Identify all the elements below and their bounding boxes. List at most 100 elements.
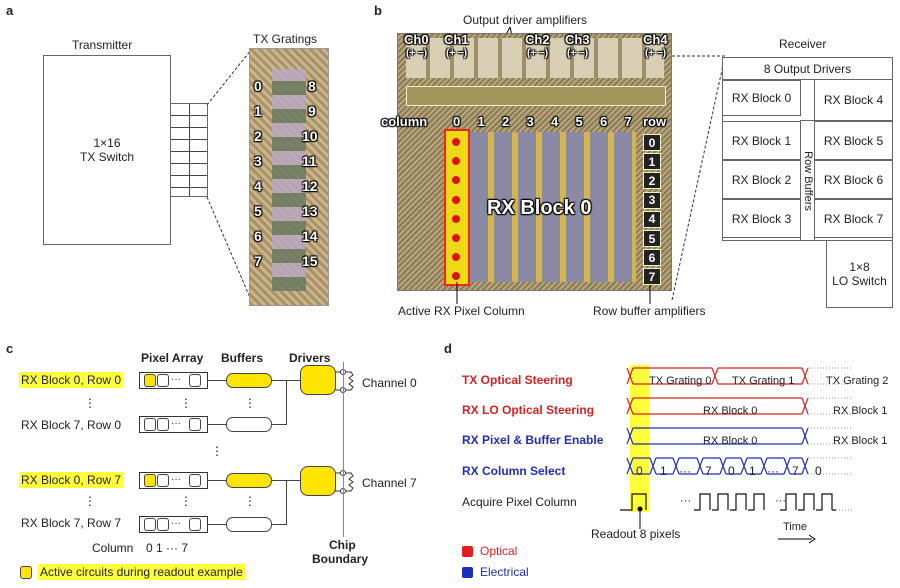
grating-number-14: 14	[302, 228, 318, 244]
row-buffer-label: Row buffer amplifiers	[593, 304, 706, 318]
column-label-c: Column	[92, 541, 134, 555]
tx-state-2: TX Grating 2	[826, 375, 889, 387]
signal-label-1: RX LO Optical Steering	[462, 403, 595, 417]
rx-die-image	[397, 33, 672, 291]
column-number-7: 7	[624, 114, 632, 129]
channel-pm-ch3: (+ −)	[567, 48, 589, 59]
tx-switch-outputs	[170, 103, 208, 197]
header-buffers: Buffers	[221, 351, 264, 365]
legend-swatch-optical	[462, 546, 473, 557]
column-number-4: 4	[551, 114, 559, 129]
tx-switch-box: 1×16 TX Switch	[43, 55, 171, 245]
active-pixel-dot	[452, 138, 460, 146]
pixel-cell	[157, 474, 169, 487]
row-number-5: 5	[643, 230, 661, 247]
legend-label-optical: Optical	[480, 544, 518, 558]
readout-pointer	[637, 506, 643, 529]
row-number-1: 1	[643, 153, 661, 171]
driver-outputs	[335, 369, 354, 494]
row-buffer	[226, 417, 272, 432]
row-number-0: 0	[643, 134, 661, 151]
pixel-cell	[189, 518, 201, 531]
pixel-ellipsis: ···	[171, 474, 181, 485]
pixel-cell	[144, 474, 156, 487]
receiver-rx-block-3: RX Block 3	[722, 199, 801, 238]
column-number-5: 5	[575, 114, 583, 129]
row-buffer	[226, 517, 272, 532]
pixel-cell	[144, 374, 156, 387]
output-driver-label: Output driver amplifiers	[463, 13, 588, 27]
zoom-lines-a	[206, 49, 252, 301]
grating-number-7: 7	[254, 253, 262, 269]
grating-number-4: 4	[254, 178, 262, 194]
tx-switch-label-2: TX Switch	[79, 150, 134, 164]
acquire-dots-2: ···	[775, 495, 786, 507]
panel-letter-a: a	[6, 3, 14, 18]
panel-letter-c: c	[6, 341, 14, 356]
receiver-rx-block-4: RX Block 4	[814, 79, 893, 121]
tx-gratings-image	[249, 48, 329, 306]
row-label: row	[643, 114, 667, 129]
row-buffers-text: Row Buffers	[801, 150, 814, 211]
column-number-2: 2	[502, 114, 510, 129]
channel-pm-ch0: (+ −)	[406, 48, 428, 59]
column-state-5: 1	[749, 464, 756, 478]
row-number-7: 7	[643, 268, 661, 286]
signal-bus	[626, 427, 809, 445]
grating-number-3: 3	[254, 153, 262, 169]
tx-state-0: TX Grating 0	[649, 375, 712, 387]
row-label-block0-row0: RX Block 0, Row 0	[19, 372, 124, 388]
signal-label-4: Acquire Pixel Column	[462, 495, 577, 509]
lo-state-0: RX Block 0	[703, 405, 758, 417]
channel-label-ch1: Ch1	[444, 32, 469, 47]
panel-letter-b: b	[374, 3, 382, 18]
signal-label-3: RX Column Select	[462, 464, 566, 478]
chip-boundary-label-2: Boundary	[312, 552, 369, 566]
row-label-block7-row0: RX Block 7, Row 0	[21, 418, 122, 432]
column-state-0: 0	[636, 464, 643, 478]
readout-label: Readout 8 pixels	[591, 527, 681, 541]
column-state-4: 0	[728, 464, 735, 478]
lo-switch-label-1: 1×8	[849, 260, 870, 274]
channel-pm-ch2: (+ −)	[527, 48, 549, 59]
column-state-1: 1	[660, 464, 667, 478]
column-number-1: 1	[477, 114, 485, 129]
pixel-cell	[144, 418, 156, 431]
grating-number-13: 13	[302, 203, 318, 219]
active-pixel-dot	[452, 195, 460, 204]
timing-diagram	[620, 367, 852, 511]
pixel-cell	[189, 374, 201, 387]
pixel-ellipsis: ···	[171, 418, 181, 429]
row-number-2: 2	[643, 172, 661, 190]
row-label-block0-row7: RX Block 0, Row 7	[19, 472, 124, 488]
pixel-cell	[144, 518, 156, 531]
receiver-rx-block-1: RX Block 1	[722, 121, 801, 160]
active-column-pointer	[456, 282, 458, 304]
acquire-waveform	[620, 493, 836, 511]
column-label: column	[381, 114, 428, 129]
active-pixel-dot	[452, 157, 460, 166]
channel-label-ch2: Ch2	[525, 32, 550, 47]
column-ticks-c: 0 1 ··· 7	[146, 541, 189, 555]
grating-number-6: 6	[254, 228, 262, 244]
active-pixel-dot	[452, 176, 460, 185]
channel-label-ch4: Ch4	[643, 32, 668, 47]
grating-number-15: 15	[302, 253, 318, 269]
signal-label-0: TX Optical Steering	[462, 373, 573, 387]
row-label-block7-row7: RX Block 7, Row 7	[21, 516, 122, 530]
active-pixel-dot	[452, 214, 460, 223]
time-arrow-icon	[778, 534, 816, 544]
pixel-array-row: ···	[139, 516, 208, 533]
tx-state-1: TX Grating 1	[732, 375, 795, 387]
buffer-dots-2: ⋮	[244, 494, 256, 508]
column-state-8: 0	[815, 464, 822, 478]
signal-bus	[626, 397, 809, 415]
receiver-label: Receiver	[779, 37, 827, 51]
buffer-dots-1: ⋮	[244, 396, 256, 410]
receiver-rx-block-6: RX Block 6	[814, 160, 893, 199]
row-number-4: 4	[643, 210, 661, 228]
active-pixel-dot	[452, 253, 460, 262]
pixel-cell	[189, 418, 201, 431]
row-number-6: 6	[643, 249, 661, 267]
channel-label-ch0: Ch0	[404, 32, 429, 47]
